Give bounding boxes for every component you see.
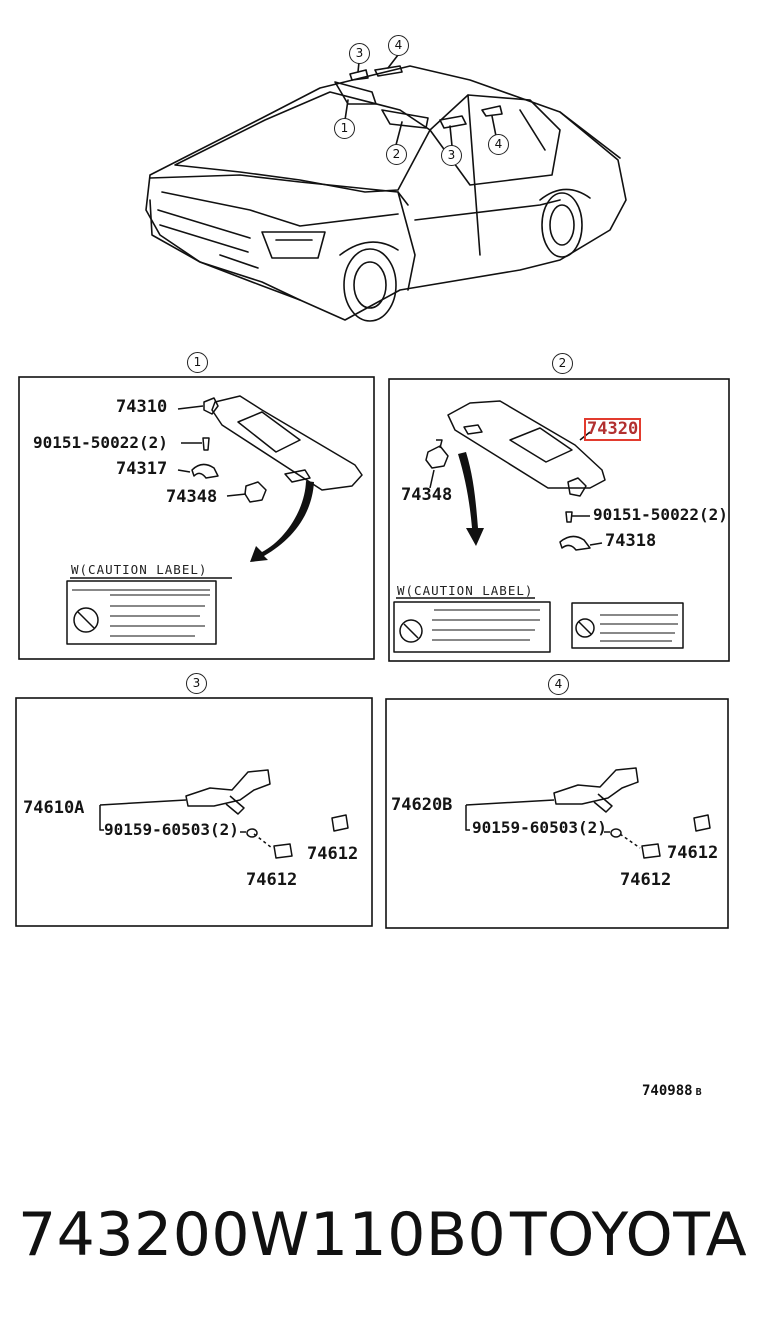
callout-circle: 4 <box>388 35 409 56</box>
part-label-74610A[interactable]: 74610A <box>23 798 85 818</box>
panel-1-index: 1 <box>187 352 208 373</box>
part-label-74612[interactable]: 74612 <box>620 870 672 890</box>
part-label-74320-highlighted[interactable]: 74320 <box>583 418 642 441</box>
assist-grip-right-shape <box>553 767 639 805</box>
diagram-code-suffix: B <box>695 1087 702 1098</box>
callout-circle: 2 <box>386 144 407 165</box>
assist-grip-left-shape <box>185 769 271 807</box>
caution-label-caption: W(CAUTION LABEL) <box>71 562 208 577</box>
brand-name: TOYOTA <box>510 1200 748 1270</box>
caution-label-caption: W(CAUTION LABEL) <box>397 583 534 598</box>
callout-circle: 3 <box>349 43 370 64</box>
car-illustration <box>145 54 627 322</box>
part-label-74612[interactable]: 74612 <box>667 843 719 863</box>
part-label-screw[interactable]: 90159-60503(2) <box>472 818 607 837</box>
diagram-code-number: 740988 <box>642 1083 693 1099</box>
part-label-74348[interactable]: 74348 <box>166 487 218 507</box>
footer-caption: 743200W110B0 TOYOTA <box>18 1200 758 1270</box>
callout-circle: 4 <box>488 134 509 155</box>
part-label-74612[interactable]: 74612 <box>246 870 298 890</box>
part-label-screw[interactable]: 90151-50022(2) <box>593 505 728 524</box>
part-label-74310[interactable]: 74310 <box>116 397 168 417</box>
part-label-74317[interactable]: 74317 <box>116 459 168 479</box>
callout-circle: 1 <box>334 118 355 139</box>
panel-2-index: 2 <box>552 353 573 374</box>
part-label-screw[interactable]: 90151-50022(2) <box>33 433 168 452</box>
part-number: 743200W110B0 <box>18 1200 507 1270</box>
panel-3-frame <box>15 697 373 927</box>
sun-visor-right-shape <box>447 400 606 489</box>
part-label-74612[interactable]: 74612 <box>307 844 359 864</box>
panel-4-index: 4 <box>548 674 569 695</box>
panel-3-index: 3 <box>186 673 207 694</box>
part-label-screw[interactable]: 90159-60503(2) <box>104 820 239 839</box>
panel-1-frame <box>18 376 375 660</box>
callout-circle: 3 <box>441 145 462 166</box>
part-label-74318[interactable]: 74318 <box>605 531 657 551</box>
panel-2-frame <box>388 378 730 662</box>
panel-4-frame <box>385 698 729 929</box>
sun-visor-left-shape <box>211 395 363 491</box>
part-label-74348[interactable]: 74348 <box>401 485 453 505</box>
part-label-74620B[interactable]: 74620B <box>391 795 453 815</box>
